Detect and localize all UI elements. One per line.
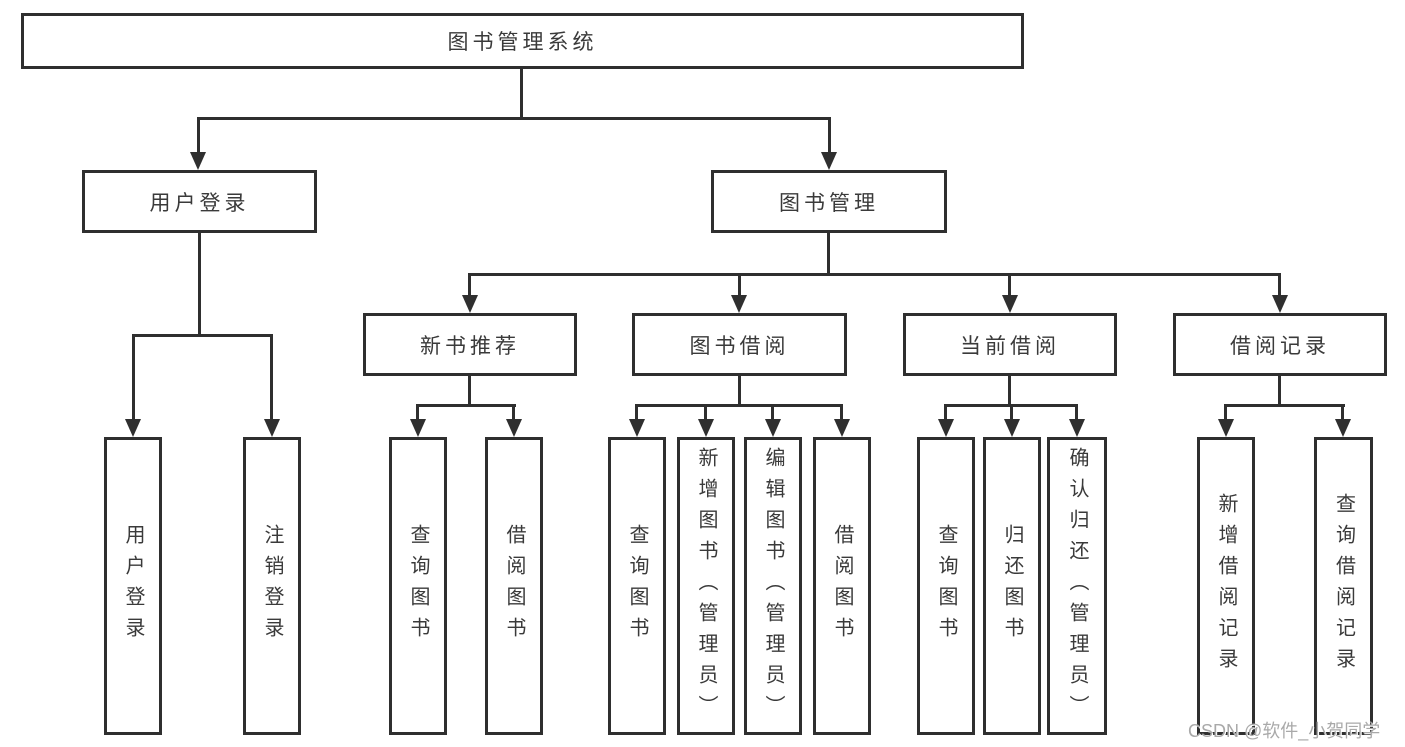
- leaf-cur-return-books: 归还图书: [983, 437, 1041, 735]
- arrow-down-icon: [1272, 295, 1288, 313]
- node-label: 当前借阅: [960, 334, 1060, 358]
- arrow-down-icon: [1004, 419, 1020, 437]
- edge-drop-leaf: [840, 404, 843, 420]
- leaf-label: 注销登录: [261, 524, 283, 648]
- node-book-management: 图书管理: [711, 170, 947, 233]
- arrow-down-icon: [1069, 419, 1085, 437]
- edge-root-stem: [520, 69, 523, 119]
- leaf-label: 编辑图书（管理员）: [762, 446, 784, 726]
- edge-new-rec-stem: [468, 376, 471, 406]
- arrow-down-icon: [190, 152, 206, 170]
- leaf-label: 归还图书: [1001, 524, 1023, 648]
- edge-drop-book-mgmt: [828, 117, 831, 154]
- edge-drop-leaf: [704, 404, 707, 420]
- node-user-login: 用户登录: [82, 170, 317, 233]
- leaf-label: 新增图书（管理员）: [695, 446, 717, 726]
- leaf-label: 确认归还（管理员）: [1066, 446, 1088, 726]
- edge-current-stem: [1008, 376, 1011, 406]
- node-label: 图书借阅: [689, 334, 790, 358]
- node-book-borrowing: 图书借阅: [632, 313, 847, 376]
- edge-drop-leaf: [944, 404, 947, 420]
- arrow-down-icon: [821, 152, 837, 170]
- arrow-down-icon: [698, 419, 714, 437]
- node-label: 借阅记录: [1230, 334, 1330, 358]
- leaf-label: 新增借阅记录: [1215, 493, 1237, 679]
- leaf-rec-query-books: 查询图书: [389, 437, 447, 735]
- edge-book-mgmt-stem: [827, 233, 830, 276]
- arrow-down-icon: [731, 295, 747, 313]
- arrow-down-icon: [506, 419, 522, 437]
- edge-user-login-bus: [132, 334, 273, 337]
- leaf-bor-borrow-books: 借阅图书: [813, 437, 871, 735]
- leaf-rec-borrow-books: 借阅图书: [485, 437, 543, 735]
- leaf-cur-confirm-return-admin: 确认归还（管理员）: [1047, 437, 1107, 735]
- edge-drop-leaf: [1075, 404, 1078, 420]
- edge-drop-leaf: [512, 404, 515, 420]
- arrow-down-icon: [1335, 419, 1351, 437]
- arrow-down-icon: [1218, 419, 1234, 437]
- node-library-management-system: 图书管理系统: [21, 13, 1024, 69]
- arrow-down-icon: [629, 419, 645, 437]
- arrow-down-icon: [1002, 295, 1018, 313]
- leaf-cur-query-books: 查询图书: [917, 437, 975, 735]
- leaf-label: 借阅图书: [831, 524, 853, 648]
- edge-drop-leaf: [771, 404, 774, 420]
- node-label: 图书管理: [779, 191, 879, 215]
- node-current-borrowing: 当前借阅: [903, 313, 1117, 376]
- arrow-down-icon: [125, 419, 141, 437]
- edge-drop-current: [1008, 273, 1011, 297]
- edge-drop-leaf: [1224, 404, 1227, 420]
- leaf-hist-query-record: 查询借阅记录: [1314, 437, 1373, 735]
- edge-root-bus: [198, 117, 831, 120]
- edge-user-login-stem: [198, 233, 201, 336]
- leaf-user-login: 用户登录: [104, 437, 162, 735]
- node-new-book-recommend: 新书推荐: [363, 313, 577, 376]
- leaf-label: 借阅图书: [503, 524, 525, 648]
- node-label: 图书管理系统: [447, 31, 598, 54]
- edge-drop-leaf: [416, 404, 419, 420]
- leaf-bor-query-books: 查询图书: [608, 437, 666, 735]
- edge-drop-records: [1278, 273, 1281, 297]
- edge-records-bus: [1224, 404, 1345, 407]
- edge-drop-leaf: [1010, 404, 1013, 420]
- edge-new-rec-bus: [416, 404, 516, 407]
- leaf-bor-add-books-admin: 新增图书（管理员）: [677, 437, 735, 735]
- edge-book-mgmt-bus: [469, 273, 1281, 276]
- arrow-down-icon: [834, 419, 850, 437]
- edge-drop-user-login: [197, 117, 200, 154]
- arrow-down-icon: [264, 419, 280, 437]
- edge-borrow-bus: [635, 404, 843, 407]
- leaf-bor-edit-books-admin: 编辑图书（管理员）: [744, 437, 802, 735]
- leaf-label: 查询借阅记录: [1332, 493, 1355, 679]
- leaf-hist-add-record: 新增借阅记录: [1197, 437, 1255, 735]
- edge-borrow-stem: [738, 376, 741, 406]
- csdn-watermark: CSDN @软件_小贺同学: [1188, 721, 1381, 741]
- arrow-down-icon: [765, 419, 781, 437]
- edge-drop-leaf: [635, 404, 638, 420]
- arrow-down-icon: [938, 419, 954, 437]
- edge-drop-leaf-user-login: [132, 334, 135, 420]
- arrow-down-icon: [462, 295, 478, 313]
- leaf-label: 查询图书: [407, 524, 429, 648]
- leaf-label: 用户登录: [122, 524, 144, 648]
- leaf-label: 查询图书: [626, 524, 648, 648]
- edge-drop-borrow: [738, 273, 741, 297]
- node-label: 新书推荐: [420, 334, 520, 358]
- node-label: 用户登录: [149, 191, 250, 215]
- edge-drop-new-rec: [468, 273, 471, 297]
- edge-drop-leaf-logout: [270, 334, 273, 420]
- arrow-down-icon: [410, 419, 426, 437]
- edge-records-stem: [1278, 376, 1281, 406]
- edge-drop-leaf: [1341, 404, 1344, 420]
- node-borrow-records: 借阅记录: [1173, 313, 1387, 376]
- leaf-logout: 注销登录: [243, 437, 301, 735]
- leaf-label: 查询图书: [935, 524, 957, 648]
